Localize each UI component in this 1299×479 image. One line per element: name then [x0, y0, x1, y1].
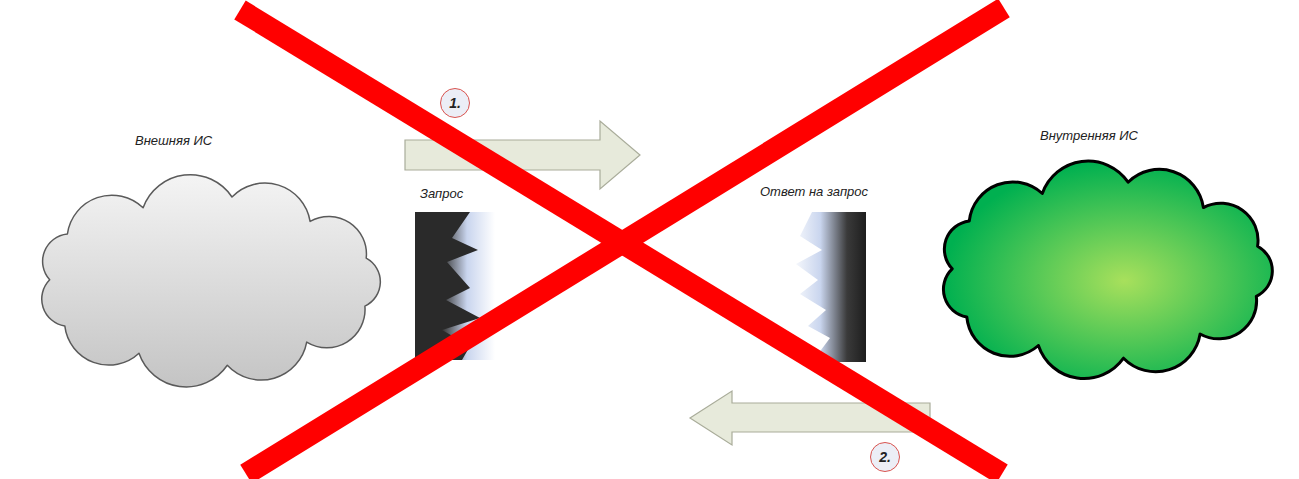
callout-text: 1. — [449, 95, 461, 111]
internal-system-cloud: Внутренняя ИС — [912, 124, 1294, 384]
document-label: Запрос — [420, 186, 463, 201]
cloud-outline — [8, 172, 404, 390]
cloud-title: Внутренняя ИС — [1040, 128, 1138, 143]
callout-number: 2. — [870, 442, 900, 472]
external-system-cloud: Внешняя ИС — [8, 128, 404, 390]
cloud-title: Внешняя ИС — [135, 133, 212, 148]
callout-number: 1. — [440, 88, 470, 118]
document-label: Ответ на запрос — [760, 184, 868, 199]
cloud-outline — [912, 156, 1294, 384]
callout-text: 2. — [879, 449, 891, 465]
